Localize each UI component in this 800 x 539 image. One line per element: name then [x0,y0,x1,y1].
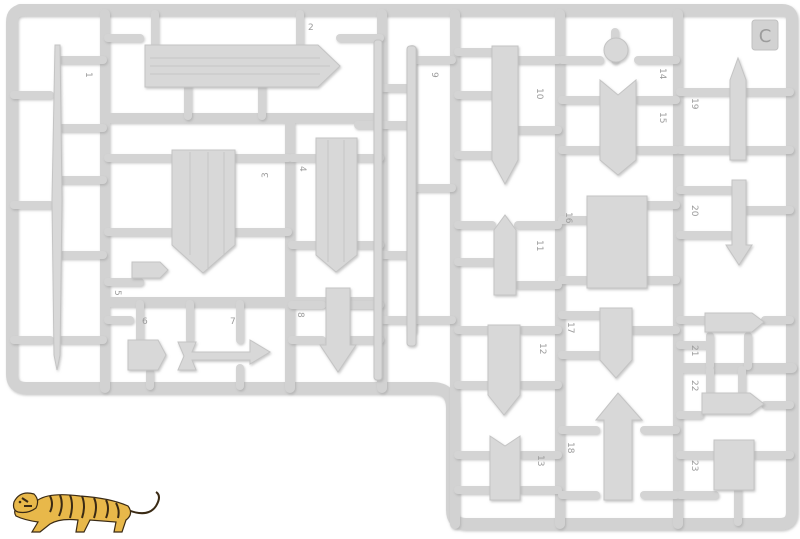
part-number: 12 [537,343,547,354]
tiger-icon [12,491,160,533]
part-chevron-2 [599,78,637,176]
part-arrow-down-1 [319,287,357,373]
part-shield-tall [315,137,358,273]
part-arrow-up-2 [729,56,747,161]
part-strip-1 [373,39,383,381]
part-arrow-up-big [594,392,644,501]
part-number: 11 [534,240,544,251]
part-arrow-down-3 [487,324,521,416]
part-number: 10 [534,88,544,100]
part-square-panel [586,195,648,289]
part-number: 13 [535,455,545,466]
part-shield-large [171,149,236,274]
part-number: 18 [565,442,575,454]
part-arrow-right-1 [704,312,765,333]
part-number: 20 [689,205,699,217]
part-number: 23 [689,460,699,471]
part-number: 3 [261,172,271,178]
part-number: 4 [297,166,307,172]
part-number: 17 [565,322,575,333]
sprue-parts [51,37,765,501]
part-arrow-up-1 [493,214,517,296]
part-arrow-down-2 [491,45,519,186]
part-arrow-right-2 [701,392,765,415]
part-number: 22 [689,380,699,391]
part-number: 5 [112,290,122,296]
part-arrow-down-4 [599,307,633,379]
part-pentagon [127,339,167,371]
sprue-letter: C [759,26,772,47]
part-number: 15 [657,112,667,123]
part-strip-2 [406,45,417,347]
gate-stubs [10,10,794,526]
part-number: 16 [563,212,573,224]
part-number: 6 [142,317,148,327]
part-disc [603,37,629,63]
part-number: 19 [689,98,699,110]
sprue-letter-tag: C [751,19,779,51]
part-number: 21 [689,345,699,356]
part-number: 7 [230,317,236,327]
part-pole [51,44,63,371]
part-number: 14 [657,68,667,80]
part-double-arrow [177,339,271,371]
part-arrow-down-5 [725,179,753,266]
part-number: 1 [83,72,93,78]
part-number: 2 [308,23,314,33]
part-chevron-1 [489,435,521,501]
part-number: 8 [295,312,305,318]
part-number-labels: 1 2 3 4 5 6 7 8 9 10 11 12 13 14 15 16 1… [83,23,699,471]
part-arrow-small-1 [131,261,169,279]
part-number: 9 [429,72,439,78]
part-rect-small [713,439,755,491]
